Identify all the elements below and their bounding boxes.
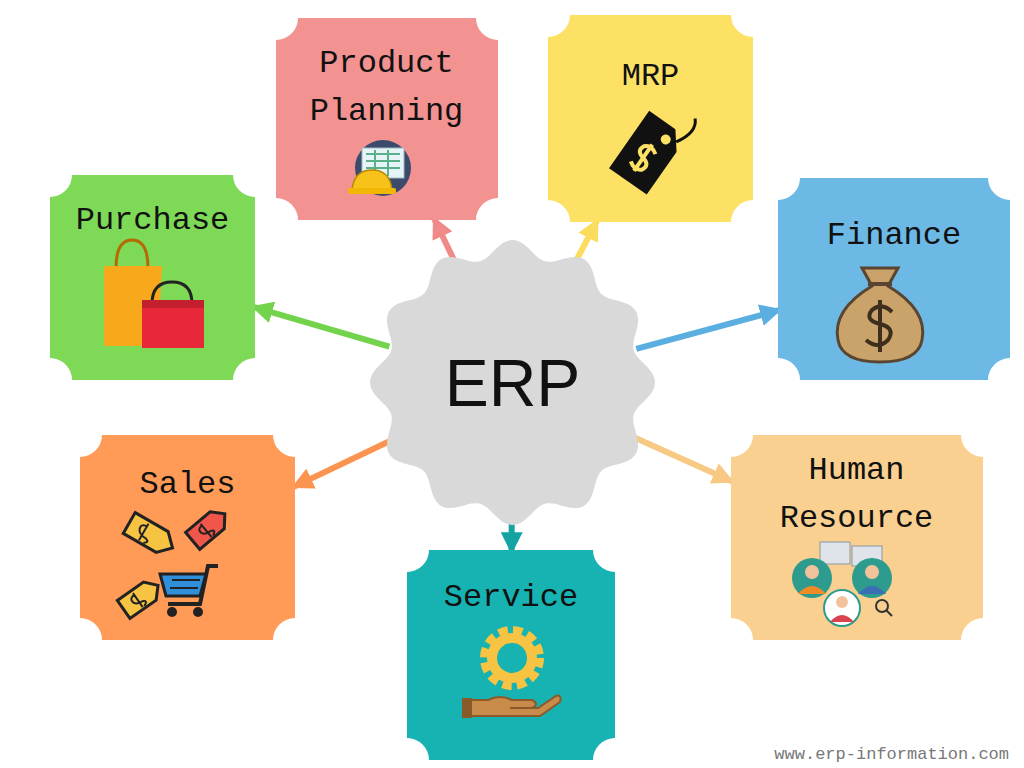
module-outline [276, 18, 498, 220]
planning-icon [348, 140, 411, 196]
module-label: MRP [622, 53, 680, 101]
module-outline [50, 175, 255, 380]
module-outline [407, 550, 615, 760]
money-bag-icon [837, 268, 923, 362]
module-label: Product Planning [292, 40, 482, 136]
module-shape [80, 435, 295, 640]
module-label: Finance [827, 212, 961, 260]
module-outline [731, 435, 983, 640]
module-label: Service [444, 574, 578, 622]
shopping-bags-icon [104, 240, 204, 348]
module-label: Sales [139, 461, 235, 509]
price-tag-icon [609, 94, 699, 194]
watermark: www.erp-information.com [771, 744, 1012, 766]
arrow-connector [293, 438, 397, 487]
sales-icon [117, 505, 232, 618]
arrow-connector [629, 435, 732, 481]
module-label: Human Resource [747, 447, 967, 543]
arrow-connector [253, 307, 389, 347]
people-icon [792, 542, 892, 626]
module-box: Service [407, 550, 615, 760]
module-outline [548, 15, 753, 222]
arrow-connector [636, 310, 780, 349]
module-label: Purchase [76, 197, 230, 245]
hub-outline [370, 240, 655, 525]
hub-node: ERP [370, 240, 655, 525]
module-outline [80, 435, 295, 640]
module-outline [778, 178, 1010, 380]
module-box: Sales [80, 435, 295, 640]
hub-label: ERP [445, 345, 581, 421]
service-icon [462, 631, 561, 718]
